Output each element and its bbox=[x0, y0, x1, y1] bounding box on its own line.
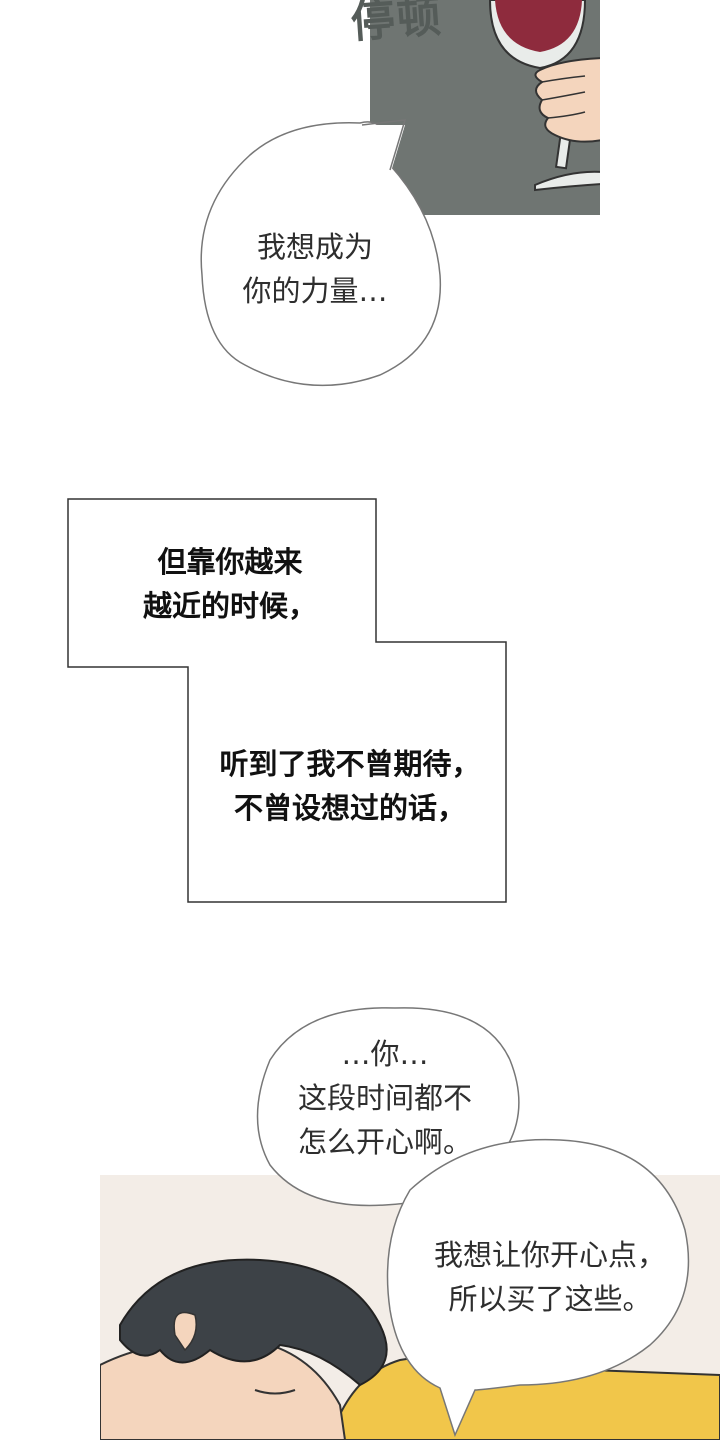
caption-line: 听到了我不曾期待， bbox=[219, 747, 481, 781]
caption-box bbox=[67, 498, 507, 903]
bubble-line: 所以买了这些。 bbox=[448, 1282, 652, 1316]
speech-bubble-1 bbox=[200, 119, 442, 387]
bubble-line: 怎么开心啊。 bbox=[297, 1125, 472, 1159]
bubble-line: 这段时间都不 bbox=[297, 1081, 472, 1115]
speech-bubble-3 bbox=[386, 1138, 690, 1438]
caption-2-text: 听到了我不曾期待， 不曾设想过的话， bbox=[200, 742, 500, 830]
caption-line: 但靠你越来 bbox=[157, 545, 303, 579]
speech-bubble-3-text: 我想让你开心点， 所以买了这些。 bbox=[410, 1233, 690, 1321]
speech-bubble-2-text: …你… 这段时间都不 怎么开心啊。 bbox=[270, 1032, 500, 1164]
bubble-line: 我想让你开心点， bbox=[433, 1238, 666, 1272]
caption-1-text: 但靠你越来 越近的时候， bbox=[120, 540, 340, 628]
bubble-line: 你的力量… bbox=[242, 274, 388, 308]
bubble-line: 我想成为 bbox=[256, 230, 373, 264]
caption-line: 越近的时候， bbox=[142, 589, 317, 623]
wine-glass-illustration bbox=[370, 0, 603, 215]
caption-line: 不曾设想过的话， bbox=[233, 791, 466, 825]
bubble-line: …你… bbox=[341, 1037, 429, 1071]
speech-bubble-1-text: 我想成为 你的力量… bbox=[215, 225, 415, 313]
wine-glass-panel bbox=[370, 0, 603, 215]
